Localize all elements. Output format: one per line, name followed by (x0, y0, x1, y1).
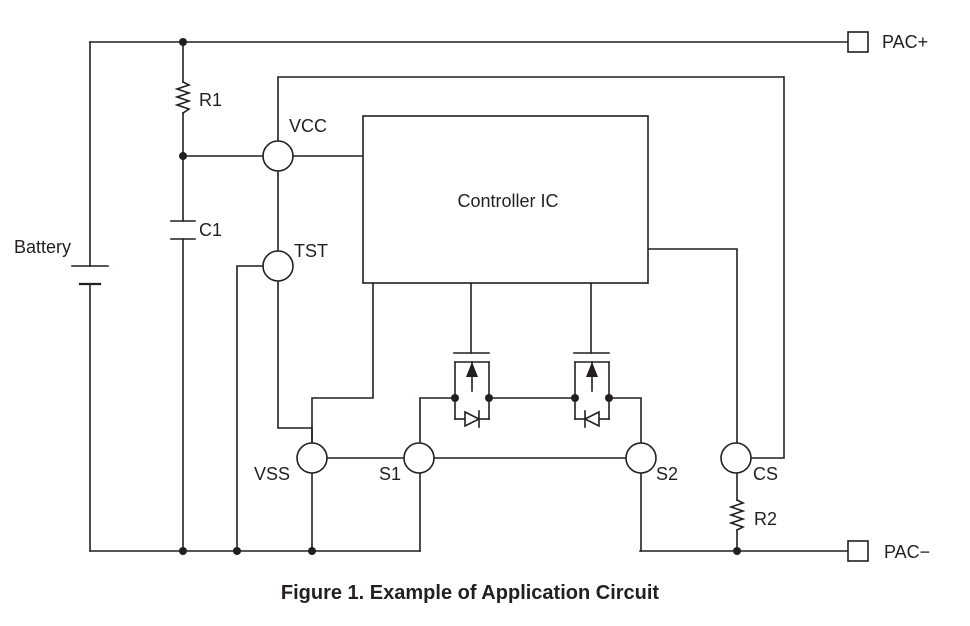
body-diode-2 (583, 410, 600, 428)
figure-caption: Figure 1. Example of Application Circuit (281, 582, 660, 604)
tst-pin (262, 250, 294, 282)
pac-plus-label: PAC+ (882, 32, 928, 52)
controller-ic-label: Controller IC (457, 191, 558, 211)
vss-label: VSS (254, 464, 290, 484)
r1-label: R1 (199, 90, 222, 110)
junction-dots (179, 38, 741, 555)
vss-pin (296, 442, 328, 474)
c1-label: C1 (199, 220, 222, 240)
vcc-pin (262, 140, 294, 172)
controller-ic-box (362, 115, 649, 284)
s2-label: S2 (656, 464, 678, 484)
body-diode-1 (464, 410, 481, 428)
s1-label: S1 (379, 464, 401, 484)
cs-pin (720, 442, 752, 474)
s2-pin (625, 442, 657, 474)
pac-minus-terminal (847, 540, 869, 562)
pac-plus-terminal (847, 31, 869, 53)
battery-symbol (71, 265, 109, 286)
r2-resistor (728, 498, 746, 532)
wires (89, 41, 849, 552)
r2-label: R2 (754, 509, 777, 529)
cs-label: CS (753, 464, 778, 484)
s1-pin (403, 442, 435, 474)
battery-label: Battery (14, 237, 71, 257)
tst-label: TST (294, 241, 328, 261)
pac-minus-label: PAC− (884, 542, 930, 562)
vcc-label: VCC (289, 116, 327, 136)
mosfet-2 (573, 352, 610, 420)
c1-capacitor (170, 220, 196, 240)
mosfet-1 (453, 352, 490, 420)
r1-resistor (174, 80, 192, 115)
